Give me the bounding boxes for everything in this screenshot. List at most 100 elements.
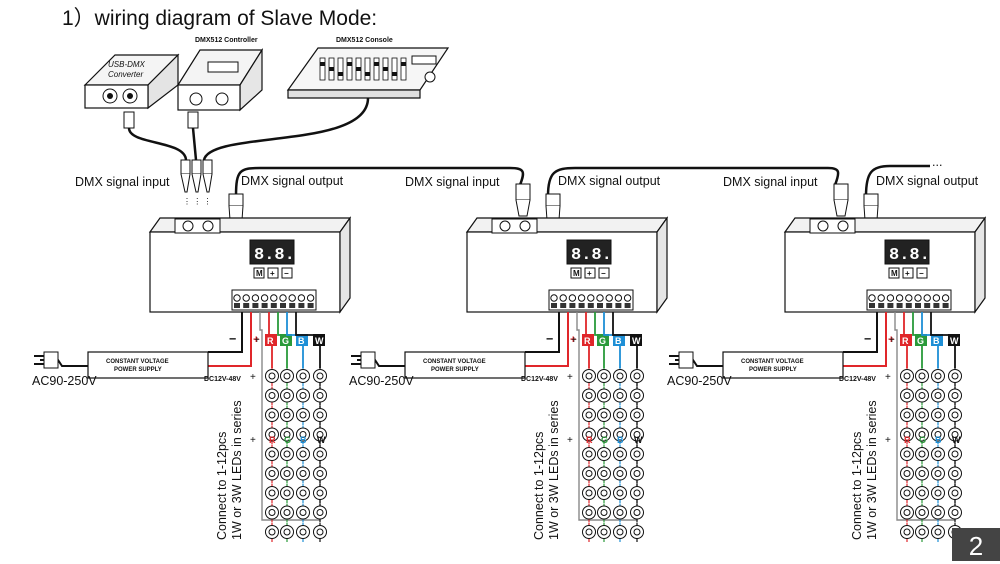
- svg-text:−: −: [546, 332, 553, 346]
- svg-text:B: B: [935, 435, 942, 445]
- svg-text:+: +: [905, 269, 910, 278]
- terminal-label-1: G: [282, 336, 289, 346]
- svg-text:+: +: [885, 372, 891, 383]
- svg-text:−: −: [864, 332, 871, 346]
- button-minus[interactable]: [281, 267, 293, 279]
- page-number: 2: [952, 528, 1000, 561]
- dmx-output-label: DMX signal output: [558, 174, 661, 188]
- leds-note: Connect to 1-12pcs1W or 3W LEDs in serie…: [850, 400, 879, 540]
- svg-text:G: G: [919, 435, 926, 445]
- usb-dmx-converter: USB-DMX Converter: [83, 53, 188, 161]
- svg-text:CONSTANT VOLTAGE: CONSTANT VOLTAGE: [423, 359, 486, 365]
- terminal-label-2: B: [615, 336, 622, 346]
- led-display: [566, 239, 612, 265]
- svg-text:+: +: [567, 435, 573, 446]
- button-m[interactable]: [888, 267, 900, 279]
- svg-text:−: −: [229, 332, 236, 346]
- usb-dmx-label: USB-DMX: [108, 60, 146, 69]
- svg-text:DC12V-48V: DC12V-48V: [839, 376, 876, 383]
- display-digits: 8.8.8: [254, 246, 305, 265]
- svg-text:M: M: [256, 269, 263, 278]
- power-supply: [404, 351, 526, 379]
- svg-text:G: G: [601, 435, 608, 445]
- svg-text:DC12V-48V: DC12V-48V: [521, 376, 558, 383]
- dmx-input-label: DMX signal input: [405, 175, 500, 189]
- button-minus[interactable]: [598, 267, 610, 279]
- svg-text:AC90-250V: AC90-250V: [349, 374, 414, 388]
- driver-unit-2: DMX signal input DMX signal output 8.8.8M +…: [349, 174, 669, 542]
- svg-text:+: +: [889, 335, 895, 346]
- svg-text:R: R: [269, 435, 276, 445]
- svg-text:G: G: [284, 435, 291, 445]
- svg-text:R: R: [904, 435, 911, 445]
- svg-text:W: W: [952, 435, 961, 445]
- svg-text:+: +: [571, 335, 577, 346]
- button-m[interactable]: [570, 267, 582, 279]
- svg-text:W: W: [634, 435, 643, 445]
- button-plus[interactable]: [267, 267, 279, 279]
- svg-text:POWER SUPPLY: POWER SUPPLY: [114, 367, 162, 373]
- svg-text:M: M: [573, 269, 580, 278]
- dmx512-controller: DMX512 Controller: [176, 37, 264, 161]
- svg-text:⋮ ⋮ ⋮: ⋮ ⋮ ⋮: [183, 197, 211, 206]
- svg-text:+: +: [250, 372, 256, 383]
- power-supply: [722, 351, 844, 379]
- svg-text:+: +: [587, 269, 592, 278]
- terminal-label-3: W: [632, 336, 641, 346]
- svg-text:+: +: [570, 334, 576, 346]
- console-label: DMX512 Console: [336, 37, 393, 44]
- svg-text:−: −: [919, 269, 924, 278]
- dmx-output-label: DMX signal output: [876, 174, 979, 188]
- led-display: [884, 239, 930, 265]
- button-minus[interactable]: [916, 267, 928, 279]
- input-plugs: ⋮ ⋮ ⋮: [180, 159, 213, 206]
- svg-text:CONSTANT VOLTAGE: CONSTANT VOLTAGE: [741, 359, 804, 365]
- svg-text:−: −: [284, 269, 289, 278]
- svg-text:+: +: [567, 372, 573, 383]
- usb-dmx-label-2: Converter: [108, 70, 143, 79]
- leds-note: Connect to 1-12pcs1W or 3W LEDs in serie…: [532, 400, 561, 540]
- button-m[interactable]: [253, 267, 265, 279]
- led-display: [249, 239, 295, 265]
- terminal-label-3: W: [950, 336, 959, 346]
- dmx-input-label: DMX signal input: [723, 175, 818, 189]
- driver-unit-3: DMX signal input DMX signal output 8.8.8M +…: [667, 174, 987, 542]
- terminal-label-0: R: [584, 336, 591, 346]
- power-supply: [87, 351, 209, 379]
- terminal-label-1: G: [599, 336, 606, 346]
- diagram-title: 1）wiring diagram of Slave Mode:: [62, 7, 378, 30]
- svg-text:+: +: [888, 334, 894, 346]
- svg-text:B: B: [617, 435, 624, 445]
- svg-text:+: +: [270, 269, 275, 278]
- button-plus[interactable]: [584, 267, 596, 279]
- svg-text:+: +: [885, 435, 891, 446]
- terminal-label-1: G: [917, 336, 924, 346]
- svg-text:−: −: [601, 269, 606, 278]
- terminal-label-2: B: [298, 336, 305, 346]
- svg-text:POWER SUPPLY: POWER SUPPLY: [749, 367, 797, 373]
- continue-dots: ...: [932, 155, 942, 169]
- button-plus[interactable]: [902, 267, 914, 279]
- display-digits: 8.8.8: [571, 246, 622, 265]
- svg-text:+: +: [253, 334, 259, 346]
- display-digits: 8.8.8: [889, 246, 940, 265]
- terminal-label-0: R: [267, 336, 274, 346]
- terminal-label-2: B: [933, 336, 940, 346]
- controller-label: DMX512 Controller: [195, 37, 258, 44]
- svg-text:DC12V-48V: DC12V-48V: [204, 376, 241, 383]
- dmx-input-label: DMX signal input: [75, 175, 170, 189]
- svg-text:AC90-250V: AC90-250V: [32, 374, 97, 388]
- terminal-label-3: W: [315, 336, 324, 346]
- svg-text:B: B: [300, 435, 307, 445]
- leds-note: Connect to 1-12pcs1W or 3W LEDs in serie…: [215, 400, 244, 540]
- svg-text:CONSTANT VOLTAGE: CONSTANT VOLTAGE: [106, 359, 169, 365]
- svg-text:W: W: [317, 435, 326, 445]
- svg-text:M: M: [891, 269, 898, 278]
- svg-text:+: +: [254, 335, 260, 346]
- svg-text:POWER SUPPLY: POWER SUPPLY: [431, 367, 479, 373]
- svg-text:AC90-250V: AC90-250V: [667, 374, 732, 388]
- terminal-label-0: R: [902, 336, 909, 346]
- dmx512-console: DMX512 Console: [202, 37, 450, 161]
